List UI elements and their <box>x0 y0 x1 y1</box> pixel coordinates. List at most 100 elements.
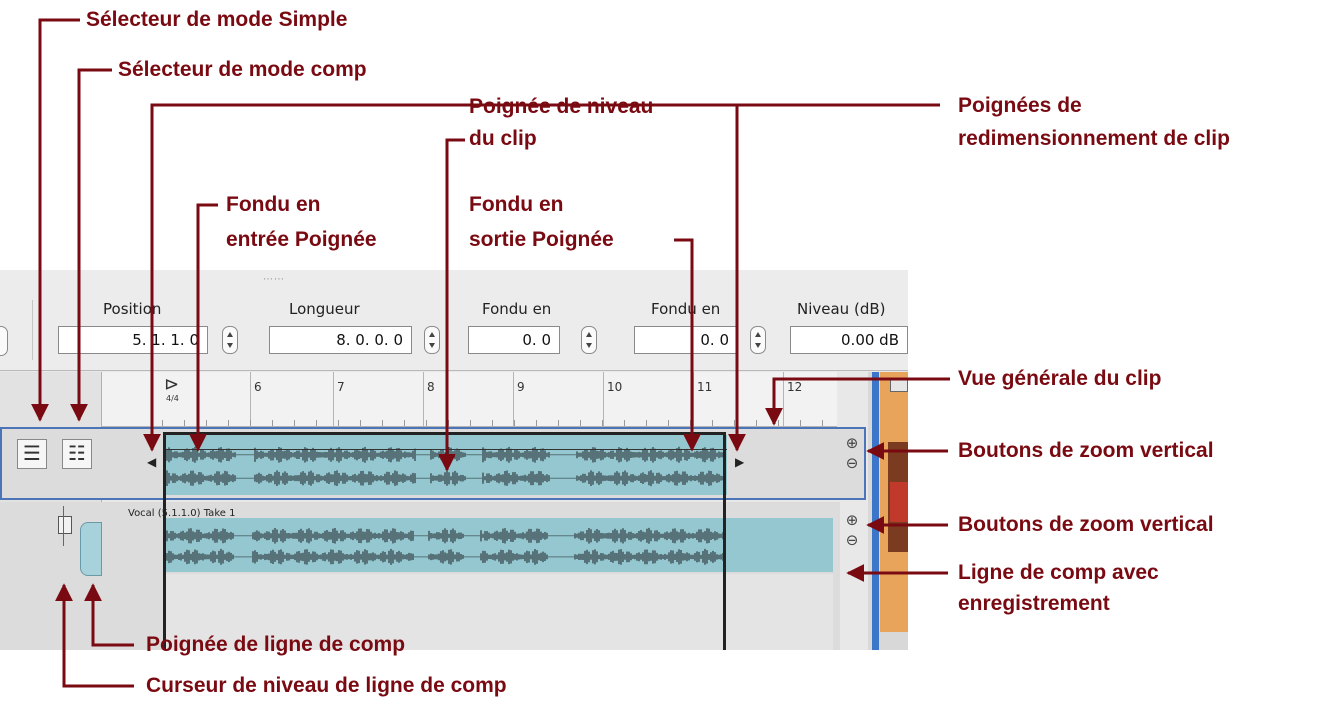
comp-lane-level-slider[interactable] <box>58 516 72 534</box>
clip-resize-left-icon[interactable]: ◀ <box>147 455 157 469</box>
clip-editor-panel: ⋯⋯ Position 5. 1. 1. 0 Longueur 8. 0. 0.… <box>0 270 908 650</box>
ruler-minor-tick <box>360 420 361 426</box>
ruler-minor-tick <box>690 420 691 426</box>
callout-simple-mode: Sélecteur de mode Simple <box>86 8 348 31</box>
waveform-trace <box>163 548 724 565</box>
ruler-minor-tick <box>602 420 603 426</box>
length-stepper[interactable] <box>424 326 440 354</box>
overview-button-top[interactable] <box>890 378 908 392</box>
position-field[interactable]: 5. 1. 1. 0 <box>58 326 208 354</box>
callout-clip-level-1: Poignée de niveau <box>469 95 654 118</box>
waveform-trace <box>163 527 724 544</box>
callout-comp-lane-handle: Poignée de ligne de comp <box>146 633 406 656</box>
fade-in-label: Fondu en <box>482 300 552 318</box>
ruler-minor-tick <box>316 420 317 426</box>
ruler-bar-10: 10 <box>607 380 623 394</box>
ruler-minor-tick <box>448 420 449 426</box>
panel-grip[interactable]: ⋯⋯ <box>263 274 285 285</box>
ruler-minor-tick <box>514 420 515 426</box>
waveform-trace <box>165 446 726 463</box>
comp-lane-waveform[interactable] <box>163 518 833 572</box>
ruler-bar-8: 8 <box>427 380 435 394</box>
fade-out-stepper[interactable] <box>750 326 766 354</box>
ruler-minor-tick <box>206 420 207 426</box>
comp-lane-handle[interactable] <box>80 522 102 576</box>
ruler-bar-9: 9 <box>517 380 525 394</box>
length-field[interactable]: 8. 0. 0. 0 <box>269 326 412 354</box>
callout-vzoom-1: Boutons de zoom vertical <box>958 439 1214 462</box>
ruler-bar-7: 7 <box>337 380 345 394</box>
ruler-minor-tick <box>756 420 757 426</box>
overview-stripe <box>872 372 879 650</box>
callout-comp-lane-1: Ligne de comp avec <box>958 561 1159 584</box>
clip-waveform-graphic <box>165 446 726 487</box>
ruler-minor-tick <box>426 420 427 426</box>
position-stepper[interactable] <box>222 326 238 354</box>
callout-comp-lane-level: Curseur de niveau de ligne de comp <box>146 674 507 697</box>
zoom-out-icon[interactable]: ⊖ <box>845 454 859 472</box>
ruler-minor-tick <box>162 420 163 426</box>
ruler-minor-tick <box>580 420 581 426</box>
ruler-minor-tick <box>228 420 229 426</box>
clip-overview-outline <box>163 432 726 650</box>
vertical-zoom-buttons-clip: ⊕ ⊖ <box>840 433 864 477</box>
callout-clip-resize-1: Poignées de <box>958 94 1082 117</box>
simple-mode-button[interactable]: ☰ <box>17 439 47 469</box>
position-label: Position <box>103 300 162 318</box>
overview-thumb-red <box>890 482 908 522</box>
ruler-minor-tick <box>646 420 647 426</box>
callout-fade-in-1: Fondu en <box>226 193 321 216</box>
take-label: Vocal (5.1.1.0) Take 1 <box>128 508 236 519</box>
ruler-bar-12: 12 <box>787 380 803 394</box>
ruler-minor-tick <box>492 420 493 426</box>
fade-in-stepper[interactable] <box>581 326 597 354</box>
ruler-minor-tick <box>338 420 339 426</box>
zoom-in-icon[interactable]: ⊕ <box>845 511 859 529</box>
callout-comp-lane-2: enregistrement <box>958 592 1110 615</box>
ruler-minor-tick <box>668 420 669 426</box>
ruler-bar-11: 11 <box>697 380 713 394</box>
inspector-left-edge <box>0 326 8 356</box>
ruler-minor-tick <box>272 420 273 426</box>
fade-out-label: Fondu en <box>651 300 721 318</box>
callout-clip-overview: Vue générale du clip <box>958 367 1162 390</box>
comp-lane-level-track <box>63 506 64 546</box>
fade-in-field[interactable]: 0. 0 <box>468 326 560 354</box>
timeline-ruler[interactable]: ⊳ 4/4 6 7 8 9 10 11 12 <box>102 372 837 427</box>
zoom-in-icon[interactable]: ⊕ <box>845 434 859 452</box>
callout-fade-out-1: Fondu en <box>469 193 564 216</box>
clip-inspector: ⋯⋯ Position 5. 1. 1. 0 Longueur 8. 0. 0.… <box>0 270 908 371</box>
comp-lane-area: Vocal (5.1.1.0) Take 1 <box>0 502 840 650</box>
level-field[interactable]: 0.00 dB <box>790 326 908 354</box>
vertical-zoom-buttons-comp: ⊕ ⊖ <box>840 510 864 554</box>
ruler-minor-tick <box>822 420 823 426</box>
ruler-minor-tick <box>624 420 625 426</box>
ruler-minor-tick <box>184 420 185 426</box>
ruler-minor-tick <box>778 420 779 426</box>
comp-area-lower <box>163 574 833 650</box>
callout-vzoom-2: Boutons de zoom vertical <box>958 513 1214 536</box>
ruler-minor-tick <box>382 420 383 426</box>
playhead-marker-icon[interactable]: ⊳ <box>164 374 180 395</box>
ruler-minor-tick <box>712 420 713 426</box>
callout-clip-level-2: du clip <box>469 127 537 150</box>
fade-out-field[interactable]: 0. 0 <box>634 326 738 354</box>
time-signature: 4/4 <box>166 394 179 403</box>
ruler-minor-tick <box>536 420 537 426</box>
callout-comp-mode: Sélecteur de mode comp <box>118 58 367 81</box>
comp-mode-button[interactable]: ☷ <box>62 439 92 469</box>
clip-resize-right-icon[interactable]: ▶ <box>735 455 745 469</box>
level-label: Niveau (dB) <box>797 300 886 318</box>
ruler-minor-tick <box>800 420 801 426</box>
ruler-minor-tick <box>734 420 735 426</box>
zoom-out-icon[interactable]: ⊖ <box>845 531 859 549</box>
ruler-minor-tick <box>250 420 251 426</box>
comp-waveform-graphic <box>163 527 724 565</box>
callout-fade-in-2: entrée Poignée <box>226 228 377 251</box>
ruler-minor-tick <box>294 420 295 426</box>
overview-side-panel <box>868 372 908 650</box>
ruler-minor-tick <box>558 420 559 426</box>
callout-fade-out-2: sortie Poignée <box>469 228 614 251</box>
inspector-divider <box>32 300 33 360</box>
ruler-minor-tick <box>470 420 471 426</box>
